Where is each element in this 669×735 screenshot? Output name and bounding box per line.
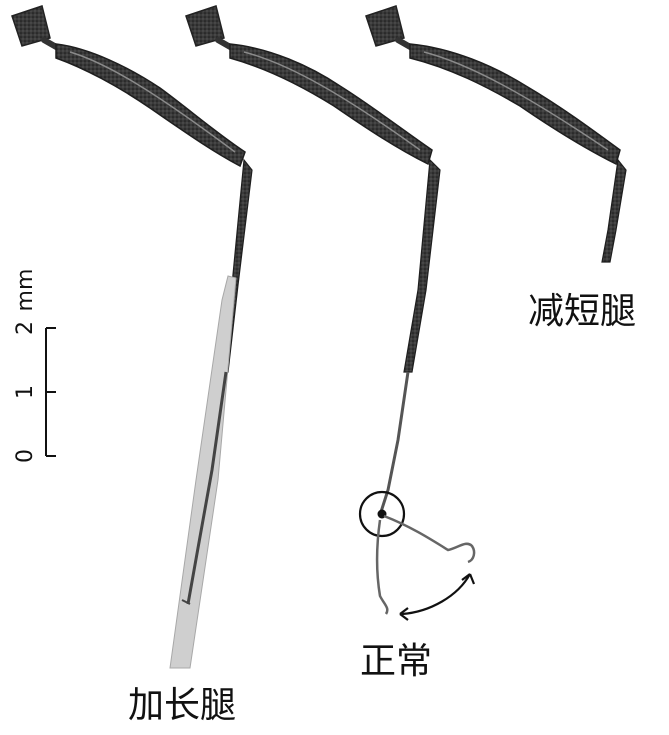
leg2-tibia: [403, 158, 441, 373]
label-shortened-leg: 减短腿: [528, 291, 637, 332]
leg2-tarsus: [378, 371, 410, 516]
scale-tick-0: 0: [13, 449, 38, 463]
leg1-femur: [55, 43, 246, 168]
leg1-extension: [169, 275, 237, 669]
scale-unit: mm: [13, 269, 38, 312]
leg3-tibia: [601, 158, 627, 263]
leg2-base: [185, 5, 225, 47]
leg2-femur: [229, 43, 433, 166]
joint-circle: [358, 490, 406, 538]
scale-tick-2: 2: [13, 321, 38, 335]
scale-bar: 0 1 2 mm: [13, 269, 56, 463]
shortened-leg: [365, 5, 627, 263]
label-elongated-leg: 加长腿: [128, 685, 237, 726]
leg3-base: [365, 5, 405, 47]
leg1-base: [11, 5, 51, 47]
rotation-arrow: [401, 573, 471, 616]
claw-left: [375, 519, 389, 615]
label-normal-leg: 正常: [360, 641, 433, 682]
leg3-femur: [409, 43, 621, 166]
elongated-leg: [11, 5, 253, 669]
normal-leg: [185, 5, 476, 621]
claw-right: [383, 514, 476, 564]
scale-tick-1: 1: [13, 385, 38, 399]
